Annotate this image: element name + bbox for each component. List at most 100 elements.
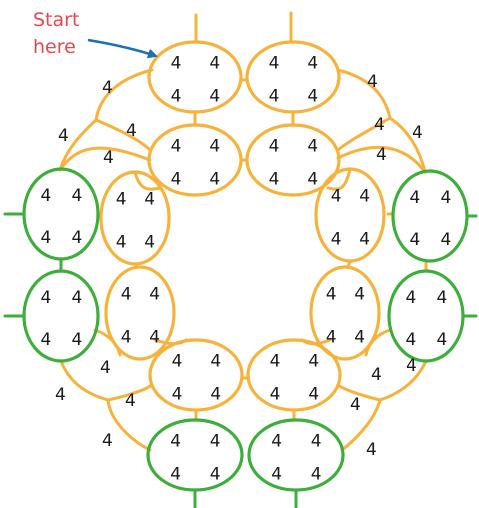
ring-stitch-count: 4	[326, 285, 337, 305]
chain-stitch-count: 4	[371, 365, 382, 385]
ring-stitch-count: 4	[331, 229, 342, 249]
chain-stitch-count: 4	[125, 391, 136, 411]
ring-stitch-count: 4	[72, 330, 83, 350]
orange-ring	[148, 338, 244, 412]
chain-stitch-count: 4	[58, 126, 69, 146]
chain-segment	[106, 398, 152, 452]
ring-stitch-count: 4	[269, 53, 280, 73]
orange-ring	[104, 265, 176, 361]
ring-stitch-count: 4	[331, 187, 342, 207]
chain-segment	[340, 398, 382, 452]
chain-stitch-count: 4	[376, 145, 387, 165]
chain-stitch-count: 4	[126, 121, 137, 141]
ring-stitch-count: 4	[326, 327, 337, 347]
chain-stitch-count: 4	[100, 358, 111, 378]
green-ring	[22, 269, 100, 363]
green-ring	[387, 269, 465, 363]
ring-stitch-count: 4	[307, 87, 318, 107]
ring-stitch-count: 4	[121, 327, 132, 347]
ring-stitch-count: 4	[171, 53, 182, 73]
ring-stitch-count: 4	[209, 53, 220, 73]
ring-stitch-count: 4	[116, 190, 127, 210]
orange-ring	[246, 338, 342, 412]
chain-segment	[133, 170, 162, 191]
ring-stitch-count: 4	[307, 136, 318, 156]
chain-segment	[94, 68, 154, 122]
start-label: Start	[33, 9, 79, 31]
ring-stitch-count: 4	[270, 385, 281, 405]
chain-stitch-count: 4	[55, 385, 66, 405]
ring-stitch-count: 4	[359, 187, 370, 207]
ring-stitch-count: 4	[271, 465, 282, 485]
ring-stitch-count: 4	[441, 230, 452, 250]
ring-stitch-count: 4	[171, 136, 182, 156]
chain-segment	[93, 328, 122, 357]
chain-segment	[106, 383, 154, 402]
start-annotation: Start here	[33, 9, 158, 59]
ring-stitch-count: 4	[40, 228, 51, 248]
ring-stitch-count: 4	[269, 170, 280, 190]
ring-stitch-count: 4	[269, 136, 280, 156]
chain-stitch-count: 4	[102, 78, 113, 98]
ring-stitch-count: 4	[72, 186, 83, 206]
chain-stitch-count: 4	[350, 395, 361, 415]
chain-stitch-count: 4	[412, 123, 423, 143]
chain-segment	[59, 359, 110, 402]
ring-stitch-count: 4	[308, 385, 319, 405]
ring-stitch-count: 4	[144, 190, 155, 210]
orange-ring	[99, 170, 171, 266]
ring-stitch-count: 4	[209, 87, 220, 107]
ring-stitch-count: 4	[311, 431, 322, 451]
chain-segment	[94, 118, 152, 152]
orange-ring	[245, 40, 341, 114]
ring-stitch-count: 4	[437, 330, 448, 350]
ring-stitch-count: 4	[271, 431, 282, 451]
ring-stitch-count: 4	[210, 351, 221, 371]
chain-segment	[336, 383, 382, 402]
chain-segment	[58, 146, 152, 172]
ring-stitch-count: 4	[441, 188, 452, 208]
ring-stitch-count: 4	[72, 288, 83, 308]
chain-segment	[388, 116, 427, 174]
orange-ring	[309, 265, 381, 361]
orange-ring	[147, 40, 243, 114]
ring-stitch-count: 4	[405, 288, 416, 308]
ring-stitch-count: 4	[209, 136, 220, 156]
here-label: here	[33, 36, 76, 58]
ring-stitch-count: 4	[311, 465, 322, 485]
ring-stitch-count: 4	[170, 431, 181, 451]
ring-stitch-count: 4	[210, 465, 221, 485]
ring-stitch-count: 4	[437, 288, 448, 308]
ring-stitch-count: 4	[40, 288, 51, 308]
ring-stitch-count: 4	[354, 327, 365, 347]
ring-stitch-count: 4	[172, 385, 183, 405]
ring-stitch-count: 4	[170, 465, 181, 485]
ring-stitch-count: 4	[121, 285, 132, 305]
start-arrow	[87, 38, 158, 59]
chain-segment	[326, 167, 352, 191]
chain-stitch-count: 4	[367, 72, 378, 92]
ring-stitch-count: 4	[149, 285, 160, 305]
ring-stitch-count: 4	[40, 330, 51, 350]
ring-stitch-count: 4	[40, 186, 51, 206]
ring-stitch-count: 4	[209, 170, 220, 190]
ring-stitch-count: 4	[144, 232, 155, 252]
ring-stitch-count: 4	[405, 330, 416, 350]
chain-stitch-count: 4	[366, 440, 377, 460]
chain-segment	[378, 359, 428, 402]
chain-stitch-count: 4	[103, 148, 114, 168]
ring-stitch-count: 4	[210, 431, 221, 451]
chain-segment	[336, 116, 392, 152]
chain-segment	[336, 145, 427, 174]
green-ring	[22, 167, 100, 261]
ring-stitch-count: 4	[210, 385, 221, 405]
ring-stitch-count: 4	[354, 285, 365, 305]
orange-ring	[314, 167, 386, 263]
ring-stitch-count: 4	[409, 230, 420, 250]
ring-stitch-count: 4	[171, 87, 182, 107]
ring-stitch-count: 4	[269, 87, 280, 107]
ring-stitch-count: 4	[307, 170, 318, 190]
green-ring	[247, 418, 345, 492]
ring-stitch-count: 4	[116, 232, 127, 252]
